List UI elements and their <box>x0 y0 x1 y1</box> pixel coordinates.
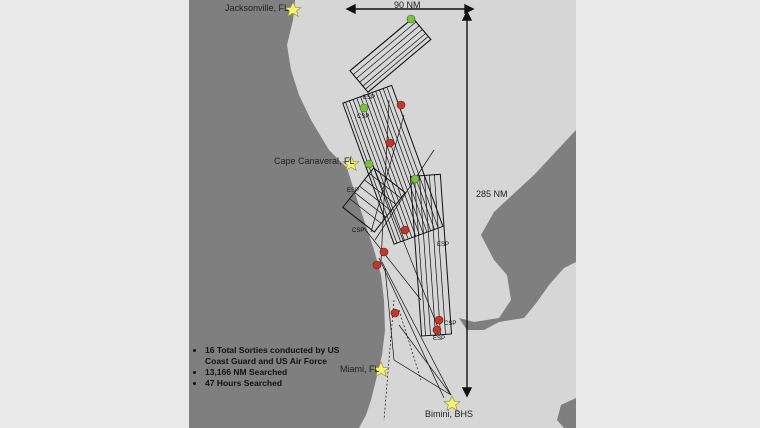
red-marker <box>372 260 382 270</box>
florida-landmass <box>189 0 385 428</box>
andros-island <box>557 398 576 428</box>
pattern-label: ESP <box>433 336 445 342</box>
bahamas-landmass <box>459 130 576 330</box>
summary-item: 47 Hours Searched <box>205 378 353 389</box>
green-marker <box>410 174 420 184</box>
red-marker <box>434 315 444 325</box>
red-marker <box>396 100 406 110</box>
place-label-jacksonville: Jacksonville, FL <box>225 3 290 13</box>
scale-label-horizontal: 90 NM <box>394 0 421 10</box>
pattern-label: ESP <box>363 95 375 101</box>
scale-horizontal-arrow <box>345 3 475 15</box>
pattern-label: CSP <box>444 321 456 327</box>
pattern-label: CSP <box>357 114 369 120</box>
jacksonville-star <box>284 1 302 18</box>
bimini-star <box>443 395 461 412</box>
scale-vertical-arrow <box>461 10 473 398</box>
green-markers <box>359 14 420 184</box>
red-marker <box>400 225 410 235</box>
green-marker <box>364 159 374 169</box>
pattern-label: ESP <box>437 242 449 248</box>
map-panel: CSP ESP ESP CSP ESP ESP CSP <box>189 0 576 428</box>
pattern-label: CSP <box>352 228 364 234</box>
miami-star <box>372 361 390 378</box>
red-marker <box>432 325 442 335</box>
cape-canaveral-star <box>342 155 360 172</box>
red-marker <box>390 308 400 318</box>
pattern-label: ESP <box>347 188 359 194</box>
place-label-cape-canaveral: Cape Canaveral, FL <box>274 156 355 166</box>
place-label-miami: Miami, FL <box>340 364 380 374</box>
place-label-bimini: Bimini, BHS <box>425 409 474 419</box>
red-markers <box>372 100 444 335</box>
green-marker <box>359 103 369 113</box>
summary-item: 16 Total Sorties conducted by US Coast G… <box>205 345 353 367</box>
red-marker <box>379 247 389 257</box>
summary-item: 13,166 NM Searched <box>205 367 353 378</box>
search-tracks <box>342 17 453 421</box>
scale-label-vertical: 285 NM <box>476 189 508 199</box>
place-stars <box>284 1 461 412</box>
search-map: CSP ESP ESP CSP ESP ESP CSP <box>189 0 576 428</box>
green-marker <box>406 14 416 24</box>
red-marker <box>385 138 395 148</box>
search-summary: 16 Total Sorties conducted by US Coast G… <box>193 345 353 389</box>
